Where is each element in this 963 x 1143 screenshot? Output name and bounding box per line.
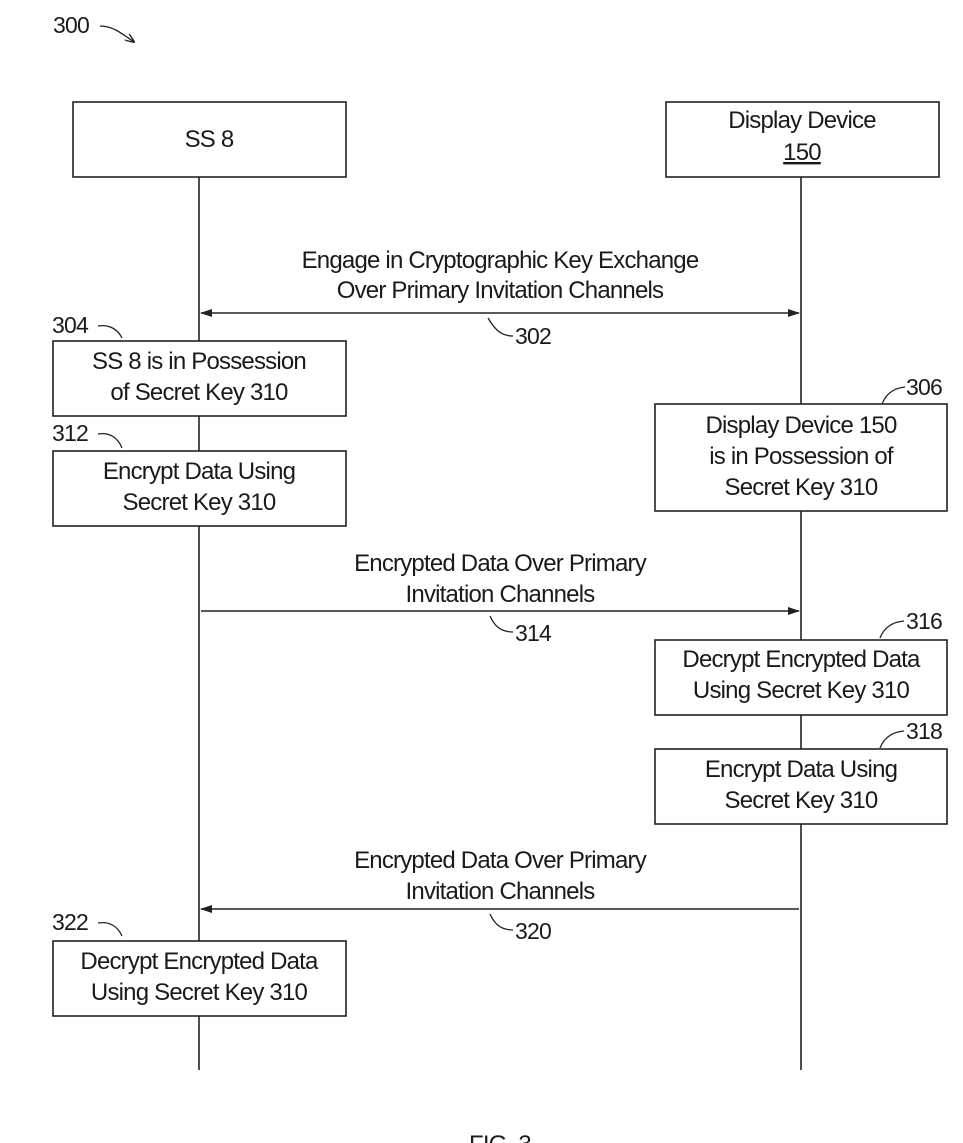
step-312-text-line1: Encrypt Data Using <box>103 458 295 485</box>
step-312-text-line2: Secret Key 310 <box>123 489 276 516</box>
step-316-text-line2: Using Secret Key 310 <box>693 677 910 704</box>
step-318-leader <box>880 731 904 748</box>
step-304-leader <box>98 326 122 338</box>
step-302-text-line1: Engage in Cryptographic Key Exchange <box>302 247 699 274</box>
step-306-text-line2: is in Possession of <box>709 443 894 470</box>
step-306-ref: 306 <box>906 374 942 400</box>
step-322-text-line1: Decrypt Encrypted Data <box>80 948 319 975</box>
step-302-leader <box>488 318 513 336</box>
step-318-text-line1: Encrypt Data Using <box>705 756 897 783</box>
step-312-ref: 312 <box>52 420 88 446</box>
step-316-ref: 316 <box>906 608 942 634</box>
step-304-text-line1: SS 8 is in Possession <box>92 348 306 375</box>
step-314-text-line1: Encrypted Data Over Primary <box>354 550 647 577</box>
step-314-ref: 314 <box>515 620 552 646</box>
step-320-message: Encrypted Data Over Primary Invitation C… <box>201 847 799 944</box>
step-318-text-line2: Secret Key 310 <box>725 787 878 814</box>
step-322-text-line2: Using Secret Key 310 <box>91 979 308 1006</box>
figure-ref-leader <box>100 26 134 42</box>
step-312-leader <box>98 434 122 448</box>
step-302-key-exchange: Engage in Cryptographic Key Exchange Ove… <box>201 247 799 349</box>
step-306-text-line3: Secret Key 310 <box>725 474 878 501</box>
step-316-text-line1: Decrypt Encrypted Data <box>682 646 921 673</box>
step-306-leader <box>882 387 905 404</box>
step-322-ref: 322 <box>52 909 88 935</box>
participant-display-device-ref: 150 <box>783 139 821 166</box>
step-304-text-line2: of Secret Key 310 <box>110 379 288 406</box>
step-320-leader <box>490 914 513 930</box>
step-304-ref: 304 <box>52 312 89 338</box>
step-314-text-line2: Invitation Channels <box>406 581 596 608</box>
step-320-text-line1: Encrypted Data Over Primary <box>354 847 647 874</box>
step-316-leader <box>880 621 904 638</box>
step-322-leader <box>98 923 122 936</box>
figure-caption: FIG. 3 <box>469 1131 531 1143</box>
step-302-text-line2: Over Primary Invitation Channels <box>337 277 664 304</box>
participant-display-device-label: Display Device <box>728 107 876 134</box>
step-306-text-line1: Display Device 150 <box>705 412 896 439</box>
participant-ss8-label: SS 8 <box>185 126 234 153</box>
step-318-ref: 318 <box>906 718 942 744</box>
step-320-text-line2: Invitation Channels <box>406 878 596 905</box>
step-320-ref: 320 <box>515 918 551 944</box>
step-314-leader <box>490 616 513 632</box>
step-314-message: Encrypted Data Over Primary Invitation C… <box>201 550 799 646</box>
participant-ss8: SS 8 <box>73 102 346 177</box>
participant-display-device: Display Device 150 <box>666 102 939 177</box>
step-302-ref: 302 <box>515 323 551 349</box>
figure-ref-label: 300 <box>53 12 89 38</box>
